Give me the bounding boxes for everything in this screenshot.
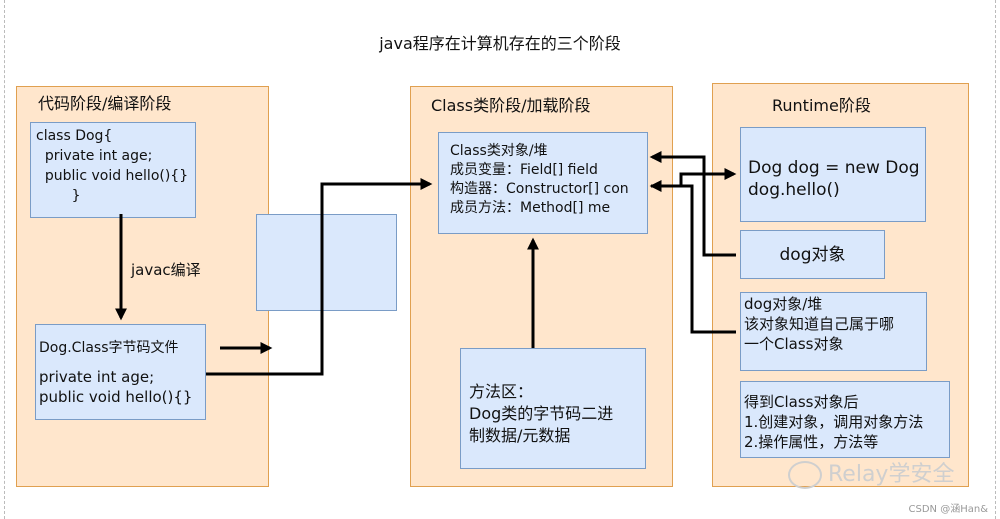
class-usage-box: 得到Class对象后 1.创建对象，调用对象方法 2.操作属性，方法等 xyxy=(740,381,950,458)
source-code-box: class Dog{ private int age; public void … xyxy=(30,122,196,218)
new-dog-box: Dog dog = new Dog dog.hello() xyxy=(740,127,926,222)
panel-runtime-title: Runtime阶段 xyxy=(772,96,871,115)
bytecode-file-box: Dog.Class字节码文件 private int age; public v… xyxy=(35,324,206,420)
source-line: public void hello(){} xyxy=(36,168,189,184)
method-area-box: 方法区： Dog类的字节码二进 制数据/元数据 xyxy=(460,348,646,469)
wechat-icon xyxy=(788,461,822,489)
panel-load-title: Class类阶段/加载阶段 xyxy=(431,96,591,115)
watermark-text: Relay学安全 xyxy=(828,462,955,487)
load-to-class-object-arrow xyxy=(206,178,433,376)
dog-heap-line: 该对象知道自己属于哪 xyxy=(744,315,895,333)
dog-heap-box: dog对象/堆 该对象知道自己属于哪 一个Class对象 xyxy=(740,292,927,371)
canvas-edge-right xyxy=(995,0,996,519)
method-area-line: 方法区： xyxy=(469,382,534,401)
bytecode-header: Dog.Class字节码文件 xyxy=(39,340,179,356)
dog-object-box: dog对象 xyxy=(740,230,885,279)
class-usage-line: 1.创建对象，调用对象方法 xyxy=(744,413,924,431)
class-object-line: Class类对象/堆 xyxy=(450,143,548,159)
bytecode-line: public void hello(){} xyxy=(39,388,193,406)
source-line: private int age; xyxy=(36,148,153,164)
class-object-line: 构造器：Constructor[] con xyxy=(450,181,629,197)
class-object-box: Class类对象/堆 成员变量：Field[] field 构造器：Constr… xyxy=(438,132,648,234)
class-usage-line: 得到Class对象后 xyxy=(744,393,859,411)
method-area-line: 制数据/元数据 xyxy=(469,426,571,445)
new-dog-line: Dog dog = new Dog xyxy=(748,158,920,178)
class-object-line: 成员方法：Method[] me xyxy=(450,200,611,216)
javac-compile-label: javac编译 xyxy=(131,261,201,279)
csdn-credit: CSDN @涵Han& xyxy=(908,504,988,515)
watermark: Relay学安全 xyxy=(788,456,954,489)
bytecode-line: private int age; xyxy=(39,368,155,386)
method-area-line: Dog类的字节码二进 xyxy=(469,404,614,423)
diagram-title: java程序在计算机存在的三个阶段 xyxy=(379,34,621,53)
source-line: } xyxy=(36,188,81,204)
class-object-line: 成员变量：Field[] field xyxy=(450,162,598,178)
classloader-box xyxy=(256,214,397,311)
dog-heap-line: dog对象/堆 xyxy=(744,295,823,313)
dog-heap-line: 一个Class对象 xyxy=(744,335,844,353)
dog-object-label: dog对象 xyxy=(779,245,846,265)
panel-compile-title: 代码阶段/编译阶段 xyxy=(38,94,172,113)
heap-to-class-arrow xyxy=(649,180,736,334)
class-usage-line: 2.操作属性，方法等 xyxy=(744,433,879,451)
new-dog-line: dog.hello() xyxy=(748,180,840,200)
class-object-to-new-arrow xyxy=(651,168,737,188)
source-line: class Dog{ xyxy=(36,128,113,144)
canvas-edge-left xyxy=(4,0,5,519)
dog-object-to-class-arrow xyxy=(649,151,736,257)
